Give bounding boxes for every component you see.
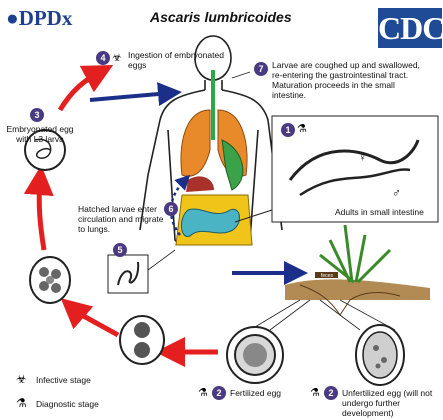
infective-biohazard-icon: ☣ [112,51,122,64]
step-2-unfertilized-badge: 2 [324,386,338,400]
diagnostic-microscope-icon: ⚗ [310,386,320,399]
male-symbol: ♂ [392,186,401,200]
step-7-label: Larvae are coughed up and swallowed, re-… [272,60,422,100]
diagnostic-microscope-icon: ⚗ [198,386,208,399]
fertilized-egg-label: Fertilized egg [230,388,281,398]
step-2-fertilized-badge: 2 [212,386,226,400]
step-4-label: Ingestion of embryonated eggs [128,50,228,70]
adults-caption: Adults in small intestine [335,207,424,217]
legend-infective: Infective stage [36,375,91,385]
biohazard-icon: ☣ [16,372,27,386]
red-arrow-l3-to-ingestion [60,72,100,110]
diagnostic-microscope-icon: ⚗ [297,122,307,135]
unfertilized-egg [356,325,404,385]
step-5-badge: 5 [113,243,127,257]
step-3-label: Embryonated egg with L3 larva [6,124,74,144]
red-arrow-early-to-l3 [39,180,44,250]
step-6-badge: 6 [164,202,178,216]
unfertilized-egg-label: Unfertilized egg (will not undergo furth… [342,388,442,418]
ingestion-arrow [90,93,170,100]
step-1-badge: 1 [281,123,295,137]
fertilized-egg [227,327,283,383]
embryonating-egg-two-cell [120,316,164,364]
soil-and-grass: feces [285,225,430,315]
step-6-label: Hatched larvae enter circulation and mig… [78,204,164,234]
red-arrow-embryonating-to-early [72,308,118,335]
female-symbol: ♀ [358,150,367,164]
legend-diagnostic: Diagnostic stage [36,399,99,409]
larva-box [108,255,148,293]
liver [186,176,214,192]
step-4-badge: 4 [96,51,110,65]
embryonating-egg-early [30,257,70,303]
step-3-badge: 3 [30,108,44,122]
step-7-badge: 7 [254,62,268,76]
microscope-icon: ⚗ [16,396,27,410]
lungs [181,110,210,176]
feces-label: feces [321,273,333,279]
